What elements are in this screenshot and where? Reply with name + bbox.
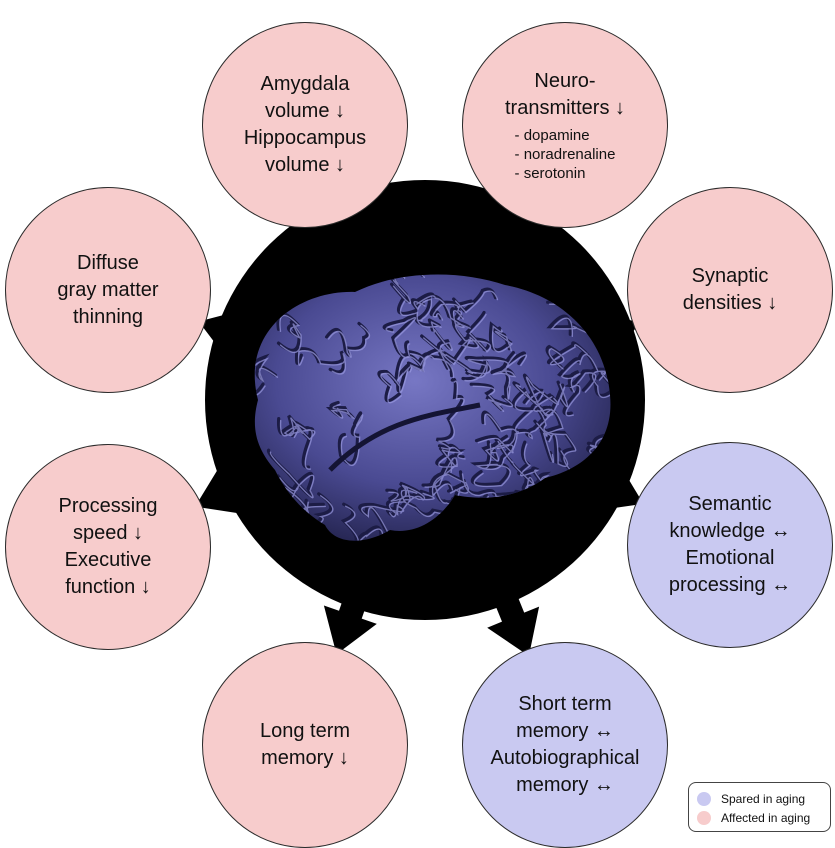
- legend-swatch-spared: [697, 791, 711, 806]
- node-text: knowledge ↔: [669, 520, 791, 542]
- legend-item-affected: Affected in aging: [697, 808, 830, 827]
- node-text: transmitters ↓: [504, 96, 626, 119]
- node-text: Diffuse: [77, 251, 139, 274]
- legend-item-spared: Spared in aging: [697, 789, 830, 808]
- neurotransmitter-list: - dopamine- noradrenaline- serotonin: [515, 126, 616, 183]
- node-text: thinning: [72, 305, 144, 328]
- node-text: memory ↔: [516, 774, 614, 796]
- node-text: processing ↔: [668, 574, 792, 596]
- node-neurotransmitters: Neuro-transmitters ↓ - dopamine- noradren…: [462, 22, 668, 228]
- node-semantic-emotional: Semantic knowledge ↔ Emotional processing ↔: [627, 442, 833, 648]
- node-text: Semantic: [688, 493, 772, 515]
- node-text: Processing: [58, 495, 158, 517]
- node-text: Autobiographical: [490, 747, 640, 769]
- legend-swatch-affected: [697, 810, 711, 825]
- legend-label-spared: Spared in aging: [721, 791, 806, 806]
- node-processing-executive: Processing speed ↓ Executive function ↓: [5, 444, 211, 650]
- node-text: Neuro-: [534, 69, 596, 92]
- node-text: Executive: [64, 549, 152, 571]
- legend: Spared in aging Affected in aging: [688, 782, 831, 832]
- neurotransmitter-item: - serotonin: [514, 164, 586, 182]
- node-text: Emotional: [685, 547, 775, 569]
- lateral-sulcus: [328, 402, 481, 472]
- node-synaptic-densities: Synaptic densities ↓: [627, 187, 833, 393]
- node-text: function ↓: [65, 576, 151, 598]
- node-gray-matter: Diffuse gray matter thinning: [5, 187, 211, 393]
- node-text: volume ↓: [264, 100, 346, 122]
- legend-label-affected: Affected in aging: [721, 810, 811, 825]
- node-text: Short term: [518, 693, 612, 715]
- neurotransmitter-item: - noradrenaline: [514, 145, 616, 163]
- node-text: memory ↓: [261, 747, 349, 769]
- neurotransmitter-item: - dopamine: [514, 126, 590, 144]
- node-text: Long term: [259, 720, 351, 742]
- node-text: gray matter: [57, 278, 159, 301]
- node-text: Synaptic: [691, 265, 769, 287]
- node-text: Amygdala: [260, 73, 350, 95]
- node-long-term-memory: Long term memory ↓: [202, 642, 408, 848]
- node-text: densities ↓: [682, 292, 778, 314]
- node-text: memory ↔: [516, 720, 614, 742]
- node-text: Hippocampus: [243, 127, 367, 149]
- node-text: volume ↓: [264, 154, 346, 176]
- node-amygdala-hippocampus: Amygdala volume ↓ Hippocampus volume ↓: [202, 22, 408, 228]
- node-text: speed ↓: [72, 522, 144, 544]
- node-short-term-autobiographical: Short term memory ↔ Autobiographical memory…: [462, 642, 668, 848]
